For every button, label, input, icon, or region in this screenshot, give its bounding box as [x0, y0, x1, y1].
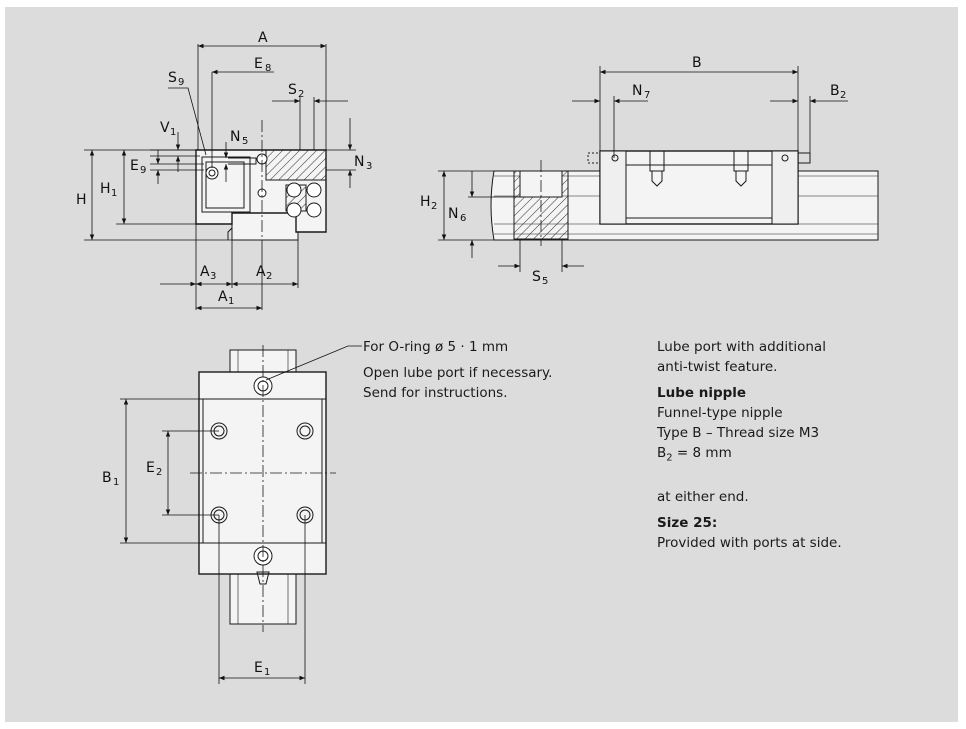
size-text: Provided with ports at side.: [657, 534, 842, 551]
side-view: [490, 150, 879, 246]
thread-size: Type B – Thread size M3: [657, 425, 820, 441]
label-N3-sub: 3: [366, 161, 372, 172]
label-N7-sub: 7: [644, 90, 650, 101]
label-S5-sub: 5: [542, 276, 548, 287]
oring-callout: For O-ring ø 5 · 1 mm Open lube port if …: [363, 337, 552, 403]
side-view-dimensions: [438, 66, 848, 272]
label-N5: N: [230, 129, 240, 145]
front-view: [195, 120, 327, 245]
label-A2: A: [256, 264, 266, 280]
top-view: [190, 345, 336, 632]
label-S9-sub: 9: [178, 77, 184, 88]
label-A1-sub: 1: [228, 296, 234, 307]
label-E9: E: [130, 158, 139, 174]
drawing-panel: [5, 7, 958, 722]
label-E8: E: [254, 56, 263, 72]
label-N5-sub: 5: [242, 136, 248, 147]
front-view-labels: A E 8 S 9 S 2 V 1 N 5 N 3 E 9 H H 1 A 3 …: [76, 30, 372, 307]
label-A3-sub: 3: [210, 271, 216, 282]
label-H2-sub: 2: [431, 201, 437, 212]
label-N3: N: [354, 154, 364, 170]
label-V1-sub: 1: [170, 127, 176, 138]
label-E8-sub: 8: [265, 63, 271, 74]
open-port-line2: Send for instructions.: [363, 385, 508, 401]
label-A: A: [258, 30, 268, 46]
label-V1: V: [160, 120, 170, 136]
label-N6: N: [448, 206, 458, 222]
lube-nipple-heading: Lube nipple: [657, 385, 747, 401]
side-view-labels: B N 7 B 2 H 2 N 6 S 5: [420, 55, 846, 287]
label-H1: H: [100, 181, 111, 197]
nipple-type: Funnel-type nipple: [657, 405, 783, 421]
label-A3: A: [200, 264, 210, 280]
open-port-line1: Open lube port if necessary.: [363, 365, 553, 381]
label-N6-sub: 6: [460, 213, 466, 224]
label-B1: B: [102, 470, 112, 486]
label-S9: S: [168, 70, 177, 86]
label-E2: E: [146, 460, 155, 476]
label-A2-sub: 2: [266, 271, 272, 282]
lube-notes: Lube port with additional anti-twist fea…: [657, 337, 842, 553]
label-B1-sub: 1: [113, 477, 119, 488]
label-B: B: [692, 55, 702, 71]
label-N7: N: [632, 83, 642, 99]
oring-text: For O-ring ø 5 · 1 mm: [363, 339, 509, 355]
label-S2-sub: 2: [298, 89, 304, 100]
top-view-dimensions: [120, 345, 362, 684]
label-B2-sub: 2: [840, 90, 846, 101]
label-H: H: [76, 192, 87, 208]
top-view-labels: B 1 E 2 E 1: [102, 460, 270, 678]
b2-sub: 2: [666, 452, 673, 464]
label-E2-sub: 2: [156, 467, 162, 478]
label-E1: E: [254, 660, 263, 676]
label-H2: H: [420, 194, 431, 210]
label-S2: S: [288, 82, 297, 98]
label-E1-sub: 1: [264, 667, 270, 678]
label-E9-sub: 9: [140, 165, 146, 176]
front-view-dimensions: [84, 43, 356, 311]
b2-value: = 8 mm: [672, 445, 732, 461]
note-line1: Lube port with additional: [657, 339, 826, 355]
label-B2: B: [830, 83, 840, 99]
b2-symbol: B: [657, 445, 667, 461]
label-H1-sub: 1: [111, 188, 117, 199]
b2-value-line: B2 = 8 mm: [657, 443, 842, 469]
size-heading: Size 25:: [657, 514, 718, 531]
note-line2: anti-twist feature.: [657, 359, 778, 375]
label-A1: A: [218, 289, 228, 305]
label-S5: S: [532, 269, 541, 285]
either-end: at either end.: [657, 488, 749, 505]
